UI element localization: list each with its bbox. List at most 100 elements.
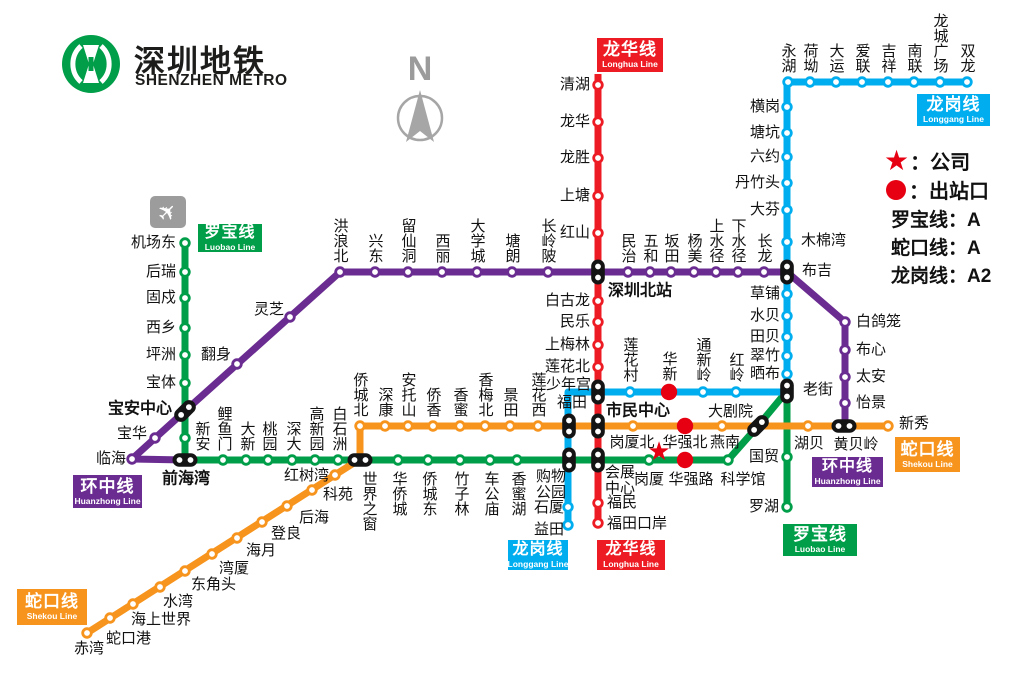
station-dot (781, 127, 793, 139)
station-dot (592, 316, 604, 328)
station-dot (710, 266, 722, 278)
station-dot (179, 349, 191, 361)
station-dot (127, 598, 139, 610)
station-dot (782, 76, 794, 88)
interchange-marker (591, 379, 605, 405)
station-dot (179, 266, 191, 278)
station-dot (402, 266, 414, 278)
station-dot (179, 237, 191, 249)
svg-text:N: N (408, 50, 433, 88)
station-dot (329, 469, 341, 481)
station-dot (479, 420, 491, 432)
station-dot (422, 454, 434, 466)
station-dot (592, 227, 604, 239)
station-dot (781, 236, 793, 248)
interchange-marker (591, 259, 605, 285)
station-dot (882, 76, 894, 88)
station-dot (804, 76, 816, 88)
station-dot (802, 420, 814, 432)
station-dot (306, 484, 318, 496)
page-title: 深圳地铁 (134, 44, 266, 79)
interchange-marker (591, 413, 605, 439)
interchange-marker (780, 378, 794, 404)
exit-dot-icon (886, 179, 906, 200)
station-dot (781, 101, 793, 113)
legend-note-longgang: 龙岗线：A2 (891, 265, 992, 287)
station-dot (332, 454, 344, 466)
station-dot (592, 116, 604, 128)
station-dot (126, 453, 138, 465)
compass-icon: N (396, 50, 444, 142)
interchange-marker (831, 419, 857, 433)
station-dot (592, 497, 604, 509)
station-dot (592, 361, 604, 373)
station-dot (961, 76, 973, 88)
station-dot (471, 266, 483, 278)
exit-marker (676, 451, 694, 469)
station-dot (839, 397, 851, 409)
legend-note-luobao: 罗宝线：A (891, 209, 981, 231)
station-dot (179, 322, 191, 334)
legend-company: ★ ：公司 (884, 146, 991, 175)
station-dot (882, 420, 894, 432)
station-dot (436, 266, 448, 278)
legend-exit: ：出站口 (884, 175, 991, 204)
station-dot (104, 612, 116, 624)
station-dot (592, 152, 604, 164)
station-dot (622, 266, 634, 278)
station-dot (81, 627, 93, 639)
station-dot (839, 316, 851, 328)
station-dot (781, 204, 793, 216)
station-dot (643, 454, 655, 466)
station-dot (240, 454, 252, 466)
station-dot (511, 454, 523, 466)
legend-company-label: ：公司 (910, 152, 971, 174)
station-dot (506, 266, 518, 278)
station-dot (231, 532, 243, 544)
station-dot (369, 266, 381, 278)
station-dot (281, 500, 293, 512)
station-dot (839, 344, 851, 356)
station-dot (427, 420, 439, 432)
station-dot (206, 548, 218, 560)
station-dot (562, 519, 574, 531)
station-dot (402, 420, 414, 432)
station-dot (334, 266, 346, 278)
legend: ★ ：公司 ：出站口 罗宝线：A 蛇口线：A 龙岗线：A2 (884, 146, 991, 288)
station-dot (908, 76, 920, 88)
station-dot (624, 386, 636, 398)
station-dot (484, 454, 496, 466)
station-dot (179, 432, 191, 444)
station-dot (231, 358, 243, 370)
station-dot (697, 386, 709, 398)
station-dot (644, 266, 656, 278)
station-dot (309, 454, 321, 466)
station-dot (627, 420, 639, 432)
station-dot (665, 266, 677, 278)
station-dot (722, 454, 734, 466)
station-dot (688, 266, 700, 278)
station-dot (934, 76, 946, 88)
legend-note-shekou: 蛇口线：A (891, 237, 981, 259)
station-dot (758, 266, 770, 278)
exit-marker (660, 383, 678, 401)
station-dot (781, 451, 793, 463)
station-dot (592, 190, 604, 202)
legend-exit-label: ：出站口 (909, 181, 989, 203)
station-dot (179, 565, 191, 577)
station-dot (532, 420, 544, 432)
station-dot (592, 517, 604, 529)
station-dot (781, 151, 793, 163)
star-icon: ★ (884, 144, 910, 176)
station-dot (592, 339, 604, 351)
station-dot (856, 76, 868, 88)
station-dot (781, 368, 793, 380)
station-dot (454, 454, 466, 466)
station-dot (732, 266, 744, 278)
interchange-marker (174, 400, 196, 422)
station-dot (730, 386, 742, 398)
station-dot (179, 377, 191, 389)
station-dot (781, 310, 793, 322)
